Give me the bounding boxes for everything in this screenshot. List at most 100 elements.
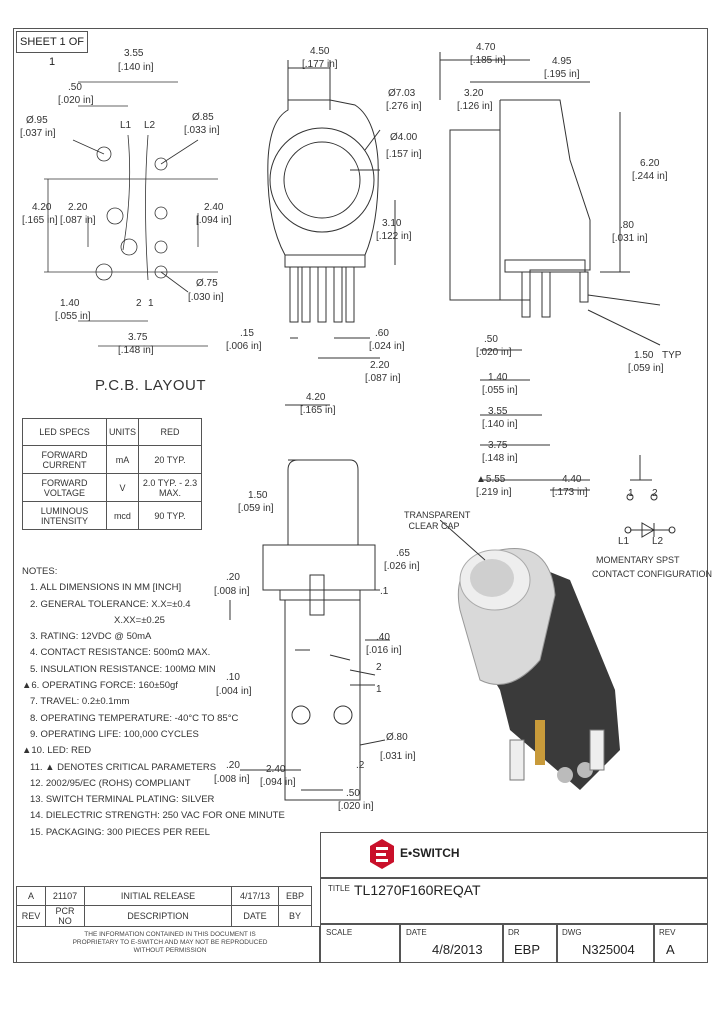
e-switch-logo-text: E•SWITCH: [400, 846, 460, 860]
pcb-dim-10: 3.75: [128, 332, 148, 343]
front-dim-e: .15: [240, 328, 254, 339]
description-cell: INITIAL RELEASE: [84, 886, 232, 906]
schematic-caption-2: CONTACT CONFIGURATION: [592, 569, 712, 579]
side-view-drawing: [439, 52, 661, 491]
led-header-red: RED: [137, 418, 203, 446]
bottom-dim-b-in: [.026 in]: [384, 561, 420, 572]
pcb-label-1: 1: [148, 298, 154, 309]
sheet-label: SHEET 1 OF 1: [16, 31, 88, 68]
led-row-label: LUMINOUS INTENSITY: [22, 501, 107, 530]
led-row-unit: mcd: [105, 501, 139, 530]
rev-header: REV: [16, 905, 46, 927]
led-row-label: FORWARD VOLTAGE: [22, 473, 107, 502]
rev-block-value: A: [666, 942, 675, 957]
bottom-dim-h-in: [.008 in]: [214, 774, 250, 785]
pcb-dim-2-in: [.020 in]: [58, 95, 94, 106]
bottom-dim-d: .1: [380, 586, 389, 597]
bottom-dim-f-in: [.004 in]: [216, 686, 252, 697]
note-item: 15. PACKAGING: 300 PIECES PER REEL: [30, 826, 210, 838]
note-item: 1. ALL DIMENSIONS IN MM [INCH]: [30, 582, 182, 594]
date-header: DATE: [231, 905, 279, 927]
side-dim-g-in: [.059 in]: [628, 363, 664, 374]
led-row-value: 20 TYP.: [137, 445, 203, 474]
revision-table: A 21107 INITIAL RELEASE 4/17/13 EBP REV …: [16, 886, 312, 927]
side-dim-g: 1.50: [634, 350, 654, 361]
pcb-dim-9-in: [.055 in]: [55, 311, 91, 322]
drawing-title: TL1270F160REQAT: [354, 882, 481, 898]
side-dim-k-in: [.148 in]: [482, 453, 518, 464]
pcb-label-2: 2: [136, 298, 142, 309]
side-dim-d: 6.20: [640, 158, 660, 169]
note-item: ▲10. LED: RED: [22, 745, 92, 757]
scale-cell: [320, 924, 400, 963]
side-dim-b: 4.95: [552, 56, 572, 67]
side-dim-g-typ: TYP: [662, 350, 682, 361]
pcb-dim-9: 1.40: [60, 298, 80, 309]
bottom-dim-e-in: [.016 in]: [366, 645, 402, 656]
pcb-dim-4-in: [.033 in]: [184, 125, 220, 136]
front-dim-h-in: [.165 in]: [300, 405, 336, 416]
bottom-dim-h: .20: [226, 760, 240, 771]
bottom-view-drawing: [229, 459, 390, 801]
side-dim-h: 1.40: [488, 372, 508, 383]
note-item: ▲6. OPERATING FORCE: 160±50gf: [22, 680, 178, 692]
bottom-dim-g: Ø.80: [386, 732, 408, 743]
by-cell: EBP: [278, 886, 312, 906]
transparent-cap-label: TRANSPARENT CLEAR CAP: [404, 510, 471, 531]
side-dim-e-in: [.031 in]: [612, 233, 648, 244]
side-dim-n: 4.40: [562, 474, 582, 485]
front-dim-g: 2.20: [370, 360, 390, 371]
dwg-label: DWG: [562, 928, 582, 937]
bottom-dim-k: .50: [346, 788, 360, 799]
front-dim-f-in: [.024 in]: [369, 341, 405, 352]
pcb-label-l1: L1: [120, 120, 132, 131]
schematic-l2: L2: [652, 536, 664, 547]
notes-block: NOTES: 1. ALL DIMENSIONS IN MM [INCH] 2.…: [22, 564, 285, 841]
drawn-by-label: DR: [508, 928, 520, 937]
front-dim-f: .60: [375, 328, 389, 339]
led-row-label: FORWARD CURRENT: [22, 445, 107, 474]
pcb-dim-6: 2.20: [68, 202, 88, 213]
pcb-dim-3: Ø.95: [26, 115, 48, 126]
bottom-dim-a: 1.50: [248, 490, 268, 501]
side-dim-j: 3.55: [488, 406, 508, 417]
pcb-dim-3-in: [.037 in]: [20, 128, 56, 139]
title-label: TITLE: [328, 884, 350, 893]
side-dim-a-in: [.185 in]: [470, 55, 506, 66]
bottom-dim-c: .20: [226, 572, 240, 583]
date-cell: [400, 924, 503, 963]
bottom-dim-f: .10: [226, 672, 240, 683]
pcr-cell: 21107: [45, 886, 85, 906]
scale-label: SCALE: [326, 928, 353, 937]
led-header-units: UNITS: [105, 418, 139, 446]
note-item: 12. 2002/95/EC (ROHS) COMPLIANT: [30, 777, 191, 789]
note-item: 7. TRAVEL: 0.2±0.1mm: [30, 696, 130, 708]
rev-cell: A: [16, 886, 46, 906]
side-dim-f: .50: [484, 334, 498, 345]
dwg-cell: [557, 924, 654, 963]
led-row-unit: V: [105, 473, 139, 502]
notes-heading: NOTES:: [22, 566, 58, 577]
side-dim-e: .80: [620, 220, 634, 231]
led-row-value: 2.0 TYP. - 2.3 MAX.: [137, 473, 203, 502]
front-dim-c-in: [.157 in]: [386, 149, 422, 160]
front-dim-c: Ø4.00: [390, 132, 418, 143]
note-item: 14. DIELECTRIC STRENGTH: 250 VAC FOR ONE…: [30, 810, 285, 822]
led-row-value: 90 TYP.: [137, 501, 203, 530]
bottom-label-1: 1: [376, 684, 382, 695]
note-item: 9. OPERATING LIFE: 100,000 CYCLES: [30, 728, 199, 740]
schematic-l1: L1: [618, 536, 630, 547]
front-dim-h: 4.20: [306, 392, 326, 403]
bottom-dim-e: .40: [376, 632, 390, 643]
pcb-dim-10-in: [.148 in]: [118, 345, 154, 356]
schematic-pin-1: 1: [628, 488, 634, 499]
note-item: 4. CONTACT RESISTANCE: 500mΩ MAX.: [30, 647, 211, 659]
front-dim-e-in: [.006 in]: [226, 341, 262, 352]
rev-block-cell: [654, 924, 708, 963]
front-dim-a: 4.50: [310, 46, 330, 57]
drawn-by-value: EBP: [514, 942, 541, 957]
bottom-dim-b: .65: [396, 548, 410, 559]
side-dim-c: 3.20: [464, 88, 484, 99]
side-dim-a: 4.70: [476, 42, 496, 53]
led-specs-table: LED SPECS UNITS RED FORWARD CURRENT mA 2…: [22, 418, 203, 530]
